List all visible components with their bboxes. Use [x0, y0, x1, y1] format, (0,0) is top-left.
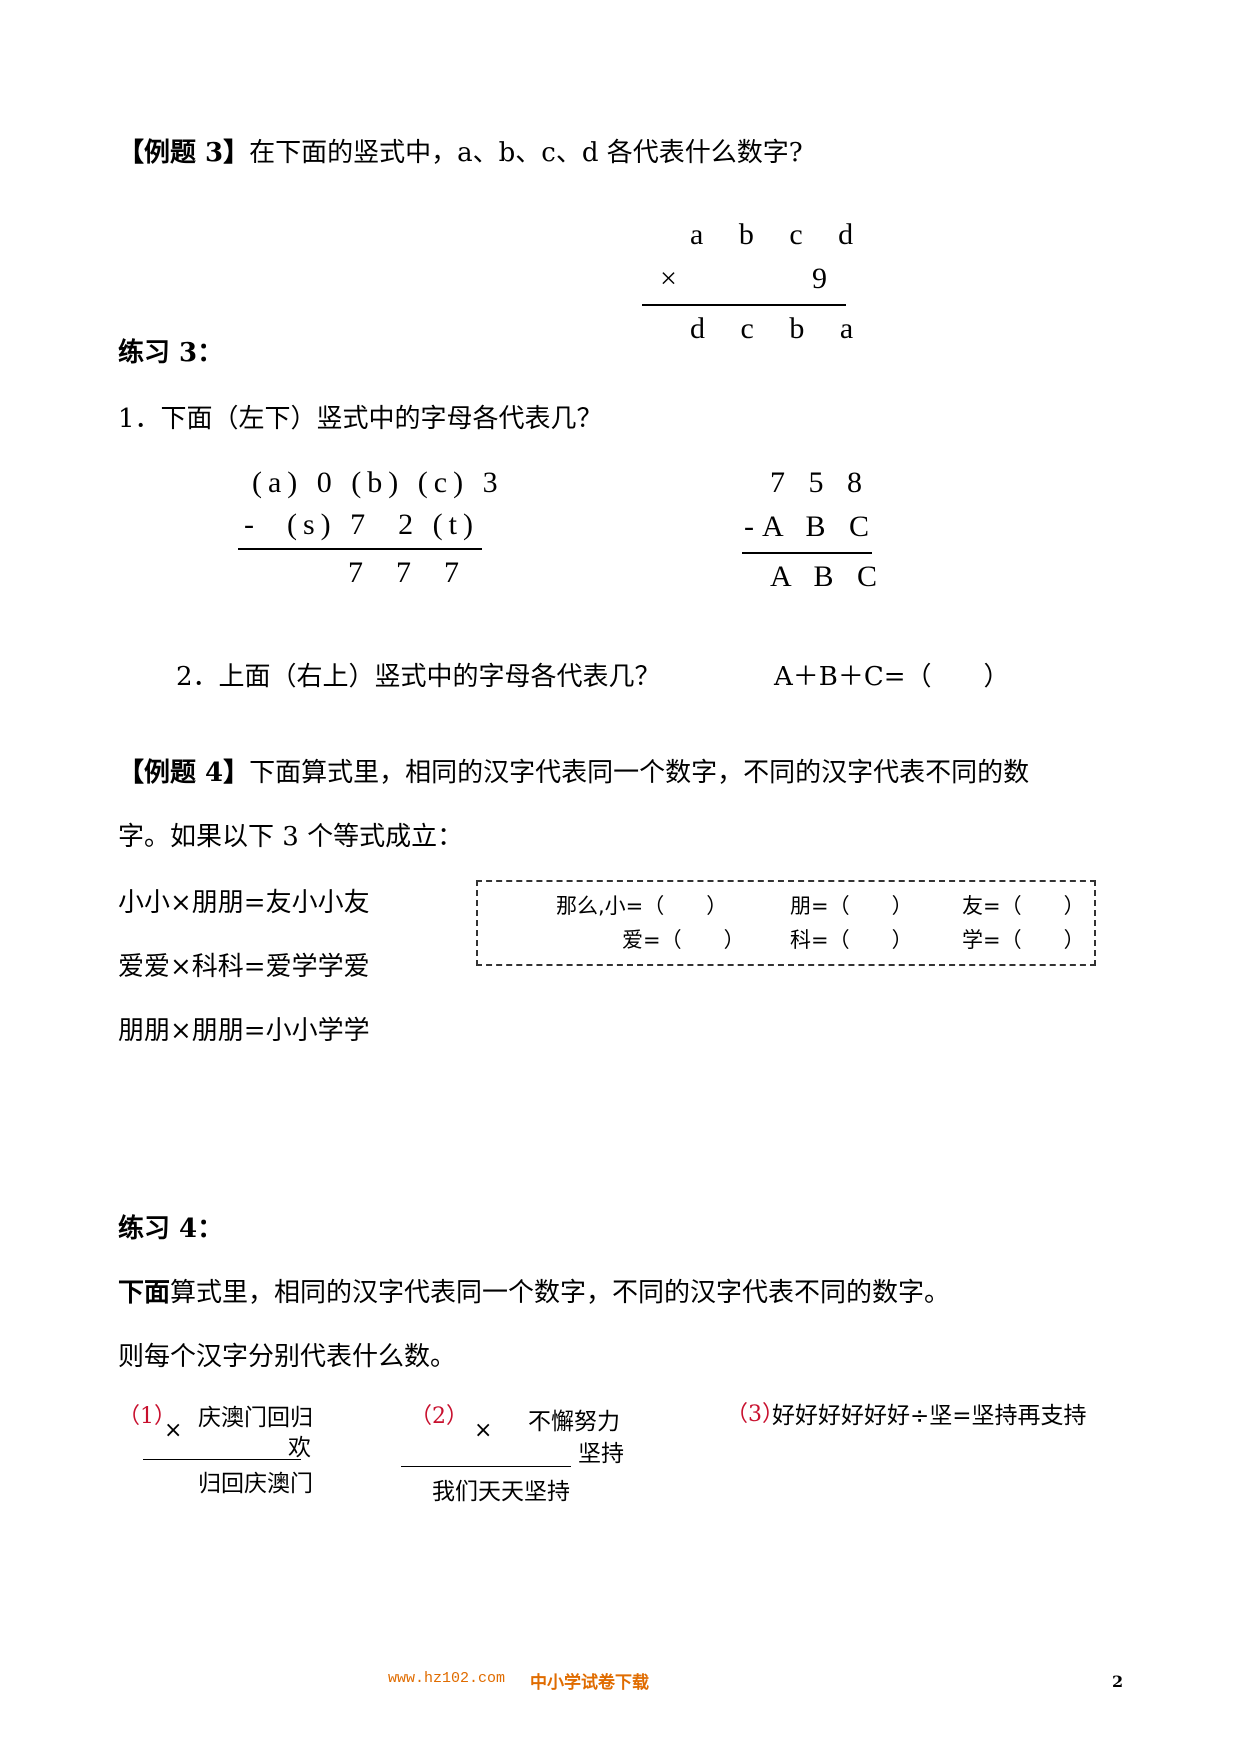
- answer-ai: 爱=（ ）: [622, 928, 745, 952]
- p1-op: ×: [164, 1418, 183, 1443]
- ex3-op: ×: [660, 262, 691, 295]
- p2-rule: [401, 1466, 571, 1467]
- example4-tag: 【例题 4】: [118, 758, 250, 788]
- page-number: 2: [1112, 1672, 1124, 1691]
- ex3-result: d c b a: [690, 312, 868, 345]
- answer-peng: 朋=（ ）: [790, 894, 913, 918]
- answer-box: [476, 880, 1096, 966]
- p1-label: （1）: [118, 1404, 176, 1429]
- right-calc-row1: 7 5 8: [770, 466, 870, 499]
- left-calc-row2: - (s) 7 2 (t): [244, 508, 479, 541]
- ex3-row2: 9: [812, 262, 841, 295]
- p3-text: 好好好好好好÷坚=坚持再支持: [772, 1403, 1087, 1429]
- example4-text2: 字。如果以下 3 个等式成立：: [118, 822, 464, 852]
- practice3-title: 练习 3：: [118, 338, 224, 368]
- answer-xiao: 那么,小=（ ）: [556, 894, 728, 918]
- left-calc-rule: [238, 548, 482, 550]
- practice3-q2: 2．上面（右上）竖式中的字母各代表几？: [176, 662, 661, 692]
- p3-label: （3）: [726, 1402, 784, 1427]
- practice4-text2: 则每个汉字分别代表什么数。: [118, 1342, 457, 1372]
- example3-heading: 【例题 3】在下面的竖式中，a、b、c、d 各代表什么数字?: [118, 132, 803, 169]
- right-calc-result: A B C: [770, 560, 886, 593]
- practice4-title: 练习 4：: [118, 1214, 224, 1244]
- answer-xue: 学=（ ）: [962, 928, 1085, 952]
- equation-3: 朋朋×朋朋=小小学学: [118, 1016, 370, 1046]
- left-calc-result: 7 7 7: [348, 556, 465, 589]
- ex3-rule: [642, 304, 846, 306]
- p1-result: 归回庆澳门: [198, 1471, 313, 1497]
- practice4-text1: 下面算式里，相同的汉字代表同一个数字，不同的汉字代表不同的数字。: [118, 1272, 950, 1309]
- p2-label: （2）: [410, 1404, 468, 1429]
- ex3-row1: a b c d: [690, 218, 868, 251]
- p2-row2: 坚持: [578, 1441, 624, 1467]
- p1-row2: 欢: [288, 1435, 311, 1461]
- example3-text: 在下面的竖式中，a、b、c、d 各代表什么数字?: [249, 138, 803, 168]
- p1-row1: 庆澳门回归: [198, 1405, 313, 1431]
- right-calc-rule: [742, 552, 872, 554]
- equation-2: 爱爱×科科=爱学学爱: [118, 952, 370, 982]
- example4-text1: 下面算式里，相同的汉字代表同一个数字，不同的汉字代表不同的数: [249, 758, 1030, 788]
- example4-heading: 【例题 4】下面算式里，相同的汉字代表同一个数字，不同的汉字代表不同的数: [118, 752, 1029, 789]
- left-calc-row1: (a) 0 (b) (c) 3: [252, 466, 504, 499]
- practice3-q1: 1．下面（左下）竖式中的字母各代表几？: [118, 404, 603, 434]
- practice3-q2-expr: A＋B＋C=（ ）: [774, 662, 1010, 692]
- p1-rule: [143, 1459, 301, 1460]
- p2-row1: 不懈努力: [528, 1409, 620, 1435]
- answer-ke: 科=（ ）: [790, 928, 913, 952]
- right-calc-row2: -A B C: [744, 510, 878, 543]
- example3-tag: 【例题 3】: [118, 138, 250, 168]
- practice4-text1-bold: 下面: [118, 1278, 171, 1308]
- footer-name: 中小学试卷下载: [530, 1673, 649, 1693]
- p2-result: 我们天天坚持: [432, 1479, 570, 1505]
- p2-op: ×: [474, 1418, 493, 1443]
- answer-you: 友=（ ）: [962, 894, 1085, 918]
- footer-site[interactable]: www.hz102.com: [388, 1670, 506, 1687]
- equation-1: 小小×朋朋=友小小友: [118, 888, 370, 918]
- practice4-text1-rest: 算式里，相同的汉字代表同一个数字，不同的汉字代表不同的数字。: [170, 1278, 951, 1308]
